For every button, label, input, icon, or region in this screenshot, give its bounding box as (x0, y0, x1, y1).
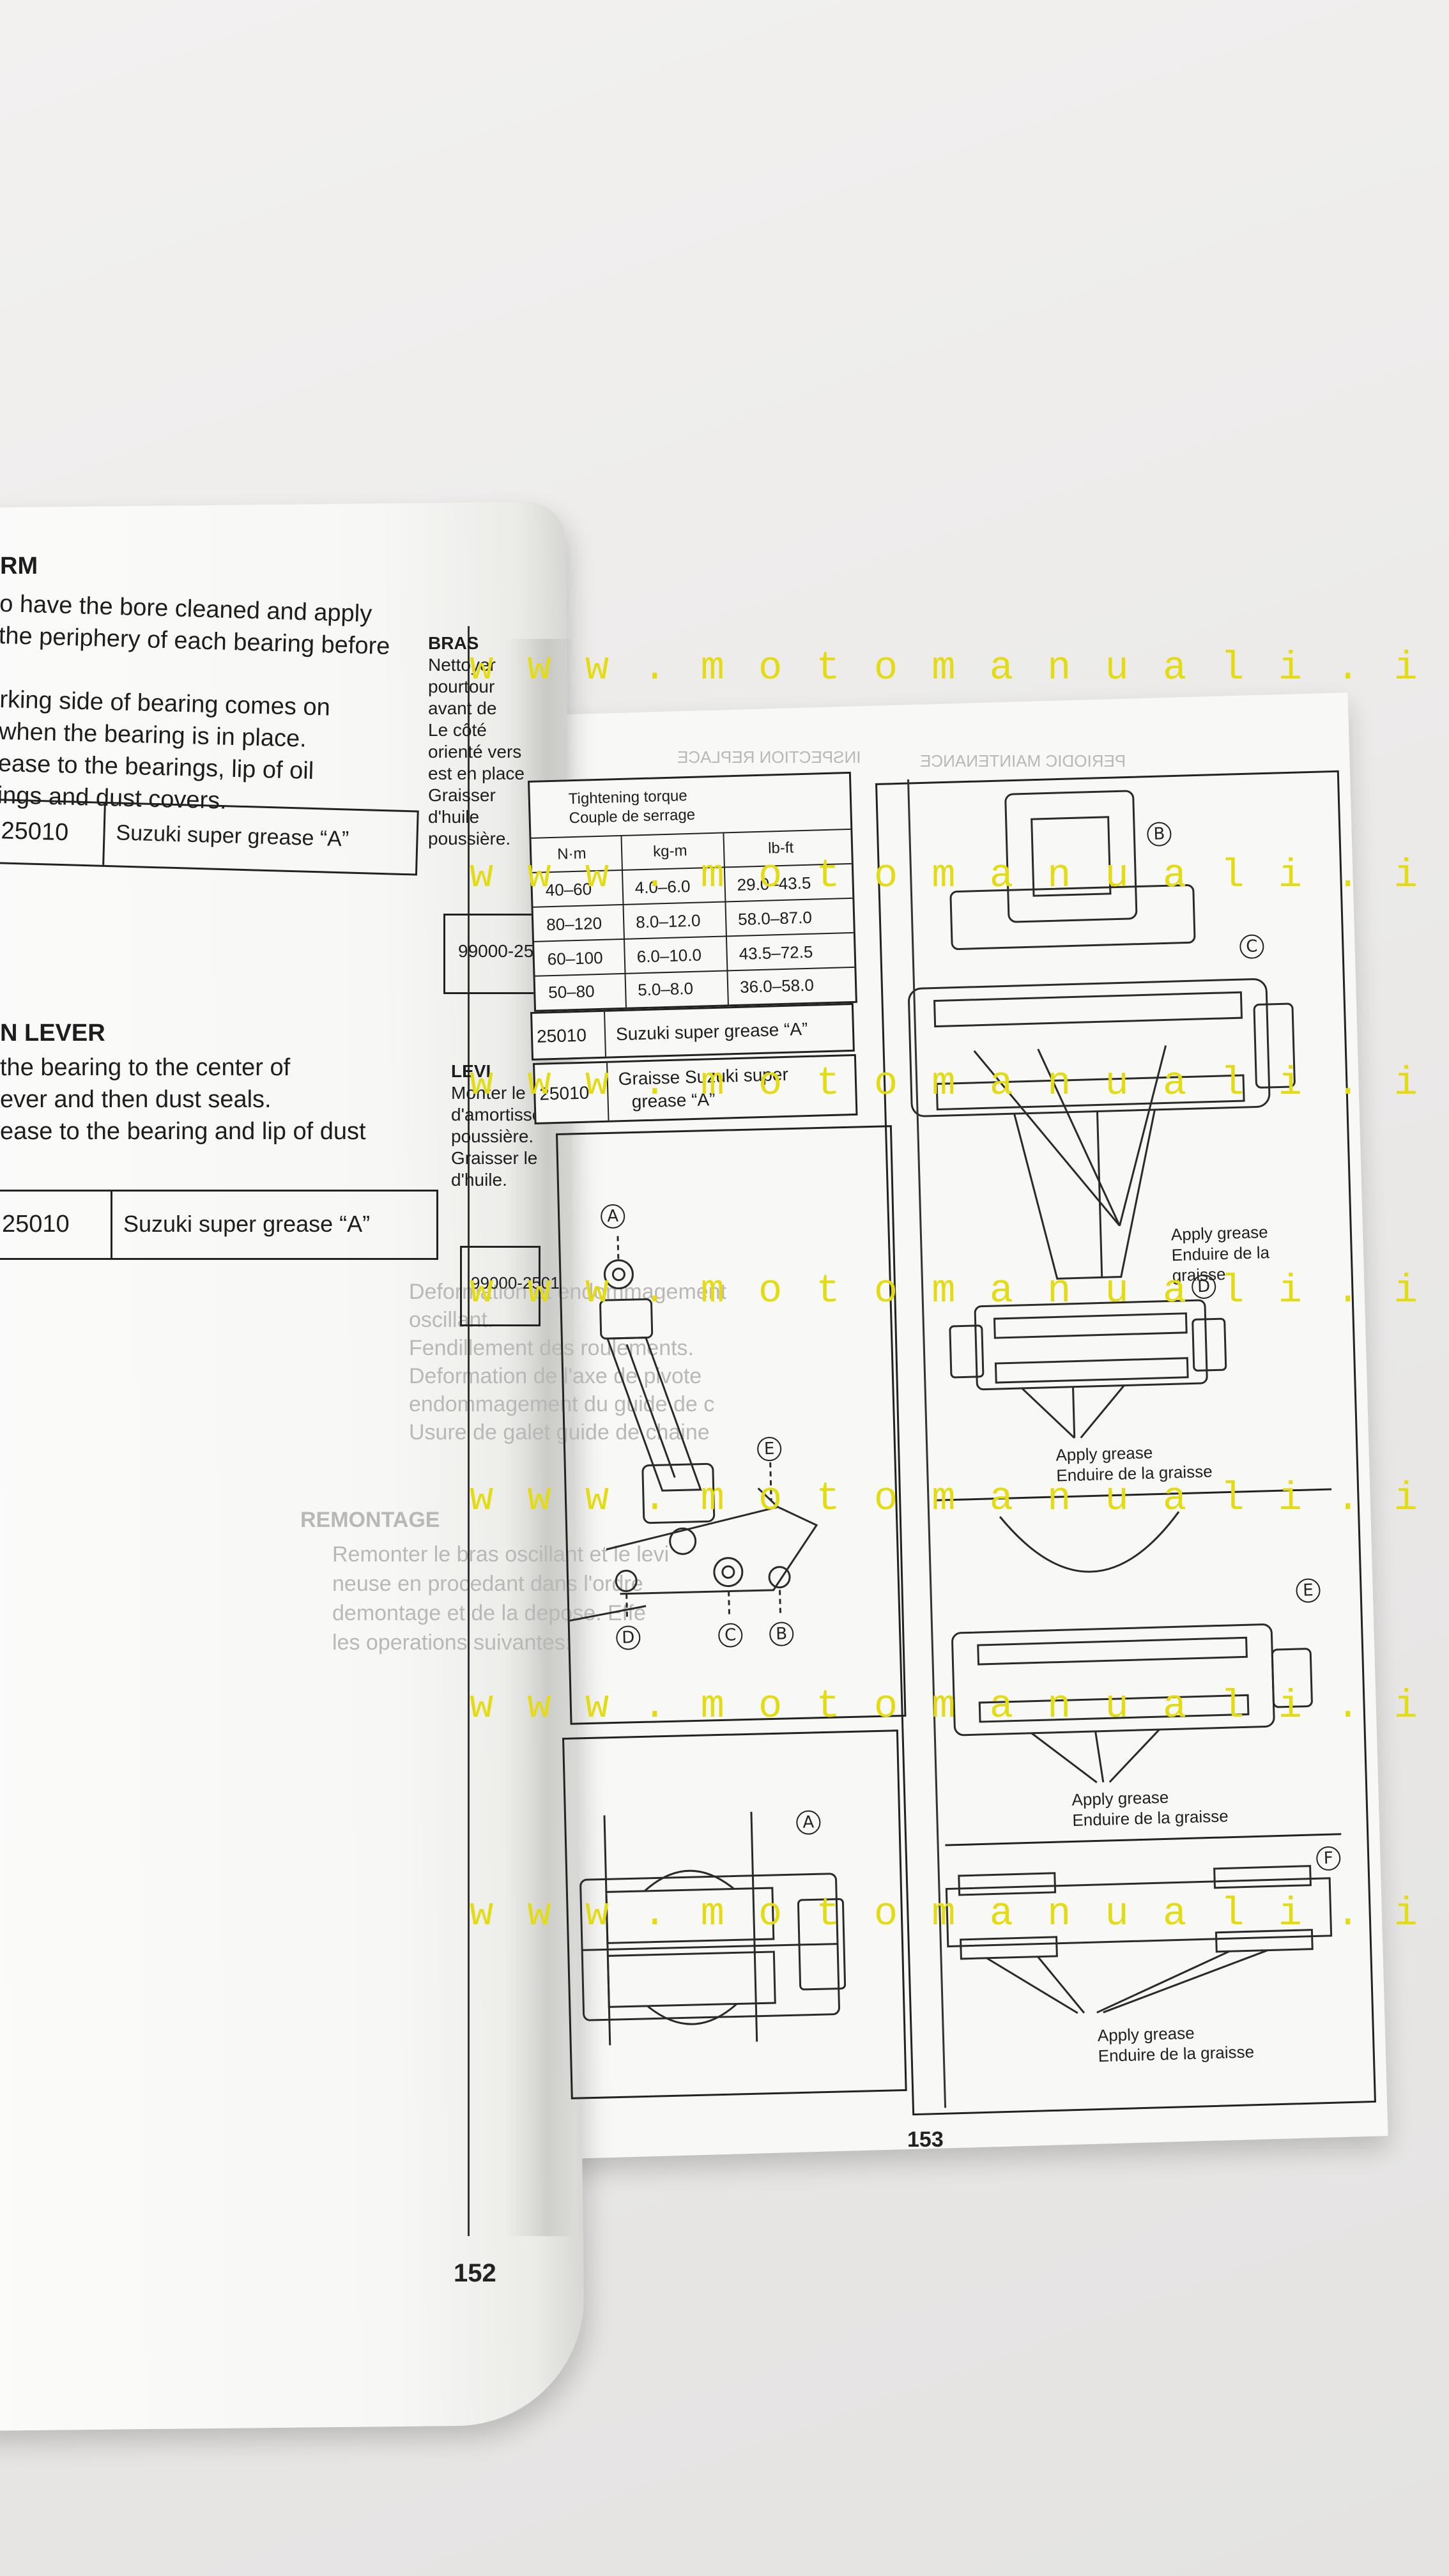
left-heading-lever: N LEVER (0, 1020, 105, 1046)
torque-cell: 43.5–72.5 (739, 942, 813, 963)
left-grease-box-1: 25010 Suzuki super grease “A” (0, 799, 419, 876)
grease-label: Suzuki super grease “A” (615, 1018, 808, 1045)
torque-title-fr: Couple de serrage (569, 806, 696, 827)
torque-cell: 80–120 (546, 913, 602, 935)
left-page-number: 152 (454, 2259, 496, 2287)
right-top-header-2: PERIODIC MAINTENANCE (920, 751, 1126, 770)
middle-code-box-2: 99000-2501 (460, 1246, 560, 1326)
right-page-number: 153 (907, 2128, 944, 2152)
torque-cell: 50–80 (548, 981, 595, 1002)
bearing-illustration-f (945, 1865, 1333, 2014)
middle-code-box-1: 99000-2501 (443, 914, 553, 994)
torque-cell: 36.0–58.0 (739, 975, 815, 997)
grease-code: 25010 (1, 817, 69, 847)
watermark-5: w w w . m o t o m a n u a l i . i t (470, 1476, 1449, 1521)
torque-cell: 58.0–87.0 (737, 907, 813, 929)
left-para-1: o have the bore cleaned and apply the pe… (0, 590, 390, 661)
box-divider (102, 803, 106, 865)
swingarm-pivot-illustration (908, 790, 1296, 1439)
shock-diagram-frame: A E D C B (556, 1125, 907, 1725)
right-top-header-1: INSPECTION REPLACE (677, 747, 861, 767)
axle-illustration-e (951, 1511, 1313, 1784)
grease-label: Suzuki super grease “A” (123, 1211, 371, 1237)
right-grease-row-1: 25010 Suzuki super grease “A” (530, 1002, 855, 1061)
torque-cell: 6.0–10.0 (636, 945, 702, 967)
box-divider (604, 1011, 606, 1057)
grease-code: 25010 (536, 1025, 587, 1046)
watermark-2: w w w . m o t o m a n u a l i . i t (470, 853, 1449, 898)
grease-label: Suzuki super grease “A” (116, 820, 349, 852)
left-para-3: the bearing to the center of ever and th… (0, 1054, 366, 1145)
watermark-7: w w w . m o t o m a n u a l i . i t (470, 1891, 1449, 1936)
left-ghost-text-2: Remonter le bras oscillant et le levi ne… (332, 1542, 670, 1655)
watermark-6: w w w . m o t o m a n u a l i . i t (470, 1683, 1449, 1729)
shock-absorber-illustration (569, 1236, 818, 1622)
torque-cell: 8.0–12.0 (635, 910, 701, 932)
grease-code: 25010 (2, 1211, 70, 1238)
left-grease-box-2: 25010 Suzuki super grease “A” (0, 1190, 438, 1260)
left-heading-arm: RM (0, 553, 38, 579)
left-ghost-heading: REMONTAGE (300, 1508, 440, 1532)
left-para-2: rking side of bearing comes on when the … (0, 686, 331, 815)
left-column-rule (468, 626, 470, 2236)
torque-cell: 5.0–8.0 (637, 978, 694, 1000)
watermark-4: w w w . m o t o m a n u a l i . i t (470, 1268, 1449, 1314)
watermark-3: w w w . m o t o m a n u a l i . i t (470, 1061, 1449, 1106)
left-ghost-text: Deformation et endommagement oscillant. … (409, 1280, 727, 1445)
box-divider (111, 1192, 112, 1258)
lower-diagram-frame: A (562, 1729, 907, 2099)
torque-cell: 60–100 (547, 947, 603, 969)
middle-column-top: BRAS Nettoyer pourtour avant de Le côté … (428, 633, 525, 848)
caption-apply-grease-4: Apply grease Enduire de la graisse (1097, 2023, 1255, 2066)
caption-apply-grease-3: Apply grease Enduire de la graisse (1071, 1787, 1229, 1830)
torque-title-en: Tightening torque (568, 787, 688, 808)
right-diagram-column: B C D Apply grease Enduire de la graisse… (875, 770, 1376, 2116)
code-text: 99000-2501 (471, 1273, 560, 1292)
pivot-shaft-illustration (579, 1811, 847, 2046)
watermark-1: w w w . m o t o m a n u a l i . i t (470, 645, 1449, 691)
